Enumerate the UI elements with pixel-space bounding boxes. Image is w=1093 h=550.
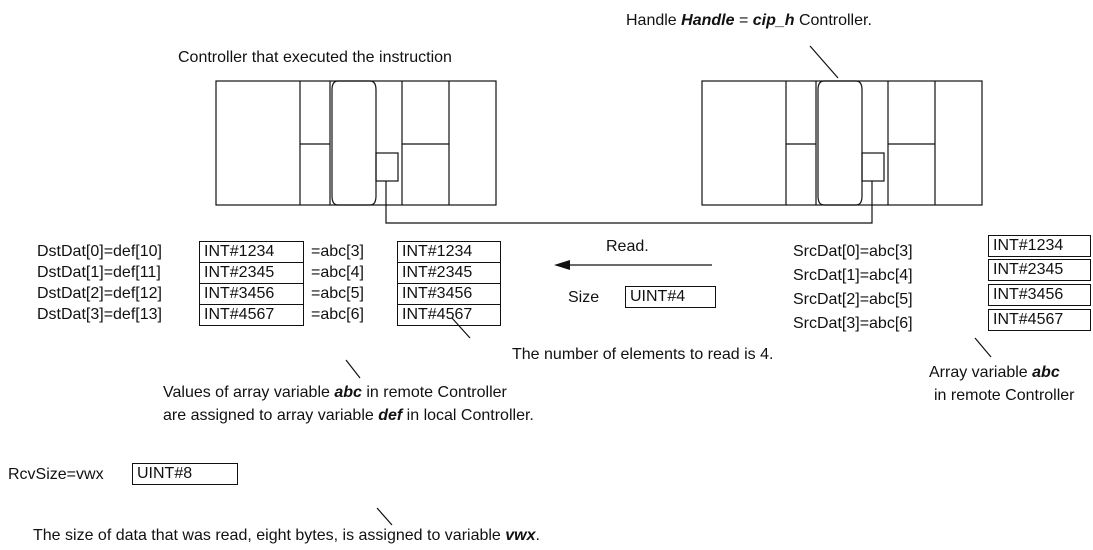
size-label: Size <box>568 289 600 306</box>
values-note-line2: are assigned to array variable def in lo… <box>163 407 534 424</box>
values-note-line1: Values of array variable abc in remote C… <box>163 384 507 401</box>
src-label-1: SrcDat[1]=abc[4] <box>793 267 913 284</box>
rcv-size-label: RcvSize=vwx <box>8 466 104 483</box>
dst-value-1: INT#2345 <box>199 262 304 284</box>
handle-note: Handle Handle = cip_h Controller. <box>626 12 872 29</box>
size-value: UINT#4 <box>625 286 716 308</box>
src-label-0: SrcDat[0]=abc[3] <box>793 243 913 260</box>
src-label-2: SrcDat[2]=abc[5] <box>793 291 913 308</box>
eq-label-1: =abc[4] <box>311 264 364 281</box>
src-value-0: INT#1234 <box>988 235 1091 257</box>
network-cable <box>385 181 873 224</box>
array-note-line1: Array variable abc <box>929 364 1060 381</box>
remote-controller <box>701 80 983 206</box>
dst-value-0: INT#1234 <box>199 241 304 263</box>
eq-label-0: =abc[3] <box>311 243 364 260</box>
dst-value-2: INT#3456 <box>199 283 304 305</box>
src-value-3: INT#4567 <box>988 309 1091 331</box>
eq-label-2: =abc[5] <box>311 285 364 302</box>
dst-label-2: DstDat[2]=def[12] <box>37 285 162 302</box>
array-note-line2: in remote Controller <box>934 387 1075 404</box>
local-controller-label: Controller that executed the instruction <box>178 49 452 66</box>
rcv-size-value: UINT#8 <box>132 463 238 485</box>
rcv-note: The size of data that was read, eight by… <box>33 527 540 544</box>
size-note: The number of elements to read is 4. <box>512 346 774 363</box>
dst-label-1: DstDat[1]=def[11] <box>37 264 161 281</box>
src-copy-2: INT#3456 <box>397 283 501 305</box>
src-value-2: INT#3456 <box>988 284 1091 306</box>
src-label-3: SrcDat[3]=abc[6] <box>793 315 913 332</box>
dst-value-3: INT#4567 <box>199 304 304 326</box>
src-copy-1: INT#2345 <box>397 262 501 284</box>
dst-label-3: DstDat[3]=def[13] <box>37 306 162 323</box>
src-copy-0: INT#1234 <box>397 241 501 263</box>
dst-label-0: DstDat[0]=def[10] <box>37 243 162 260</box>
src-copy-3: INT#4567 <box>397 304 501 326</box>
local-controller <box>215 80 497 206</box>
eq-label-3: =abc[6] <box>311 306 364 323</box>
read-label: Read. <box>606 238 649 255</box>
src-value-1: INT#2345 <box>988 259 1091 281</box>
